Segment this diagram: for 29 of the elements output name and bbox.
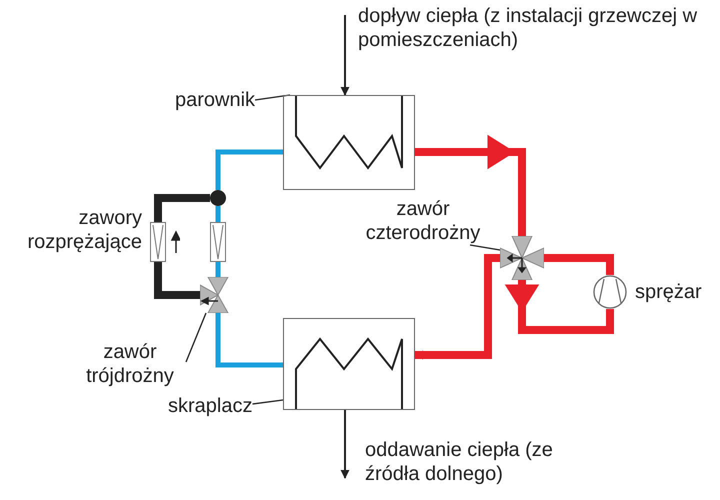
heat-flow-arrow — [340, 410, 350, 479]
condenser-box — [283, 318, 415, 410]
leader-line — [254, 94, 290, 101]
component-label: sprężar — [635, 280, 702, 304]
junction-dot — [210, 190, 226, 206]
pipe — [154, 194, 210, 222]
heat-flow-arrow — [340, 15, 350, 96]
compressor-symbol — [593, 275, 627, 309]
heat-output-note: oddawanie ciepła (ze źródła dolnego) — [345, 438, 605, 486]
pipe — [415, 134, 526, 236]
leader-line — [470, 244, 500, 251]
leader-line — [185, 312, 207, 362]
pipe — [216, 313, 283, 368]
component-label: zawór czterodrożny — [348, 197, 498, 245]
pipe — [414, 254, 500, 360]
component-label: skraplacz — [168, 394, 252, 418]
leader-line — [252, 399, 284, 405]
pipe — [216, 206, 220, 222]
pipe — [544, 254, 614, 275]
expansion-valve-symbol — [150, 222, 180, 262]
pipe — [216, 262, 220, 277]
component-label: parownik — [175, 88, 256, 112]
four-way-valve-symbol — [500, 236, 544, 280]
component-label: zawory rozprężające — [26, 206, 142, 254]
pipe — [216, 150, 283, 190]
expansion-valve-symbol — [210, 222, 226, 262]
pipe — [504, 280, 614, 334]
heat-input-note: dopływ ciepła (z instalacji grzewczej w pomieszczeniach) — [345, 4, 710, 52]
evaporator-box — [283, 95, 415, 190]
